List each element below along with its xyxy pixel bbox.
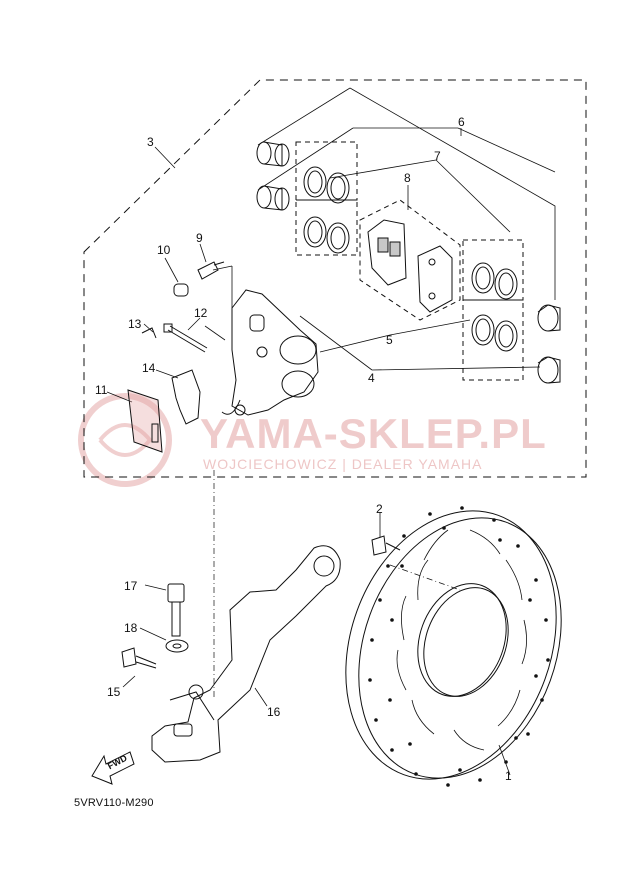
callout-1: 1 xyxy=(505,769,512,783)
callout-18: 18 xyxy=(124,621,138,635)
callout-9: 9 xyxy=(196,231,203,245)
bolt-2 xyxy=(371,535,401,556)
seal-kit-box-left xyxy=(295,141,358,256)
seal-kit-box-right xyxy=(462,239,524,381)
seal-rings xyxy=(303,166,518,352)
bleed-screw xyxy=(197,261,225,280)
watermark-title: YAMA-SKLEP.PL xyxy=(200,410,547,457)
pin-clip xyxy=(141,327,157,339)
piston-upper-left xyxy=(256,141,290,167)
diagram-code: 5VRV110-M290 xyxy=(74,797,154,809)
forward-arrow-icon xyxy=(91,751,135,785)
piston-lower-right xyxy=(537,356,561,384)
callout-4: 4 xyxy=(368,371,375,385)
bolt-17 xyxy=(167,583,185,637)
brake-pad-left xyxy=(367,219,407,286)
callout-15: 15 xyxy=(107,685,121,699)
callout-2: 2 xyxy=(376,502,383,516)
caliper-bracket xyxy=(151,545,341,763)
callout-10: 10 xyxy=(157,243,171,257)
pad-shim xyxy=(127,389,163,453)
piston-upper-right xyxy=(537,304,561,332)
leader-lines xyxy=(106,87,556,776)
watermark-logo xyxy=(78,393,172,487)
pad-pin xyxy=(163,323,208,353)
callout-17: 17 xyxy=(124,579,138,593)
washer-18 xyxy=(165,639,189,653)
disc-holes xyxy=(368,506,550,787)
callout-3: 3 xyxy=(147,135,154,149)
callout-13: 13 xyxy=(128,317,142,331)
callout-12: 12 xyxy=(194,306,208,320)
pad-spring xyxy=(171,369,201,425)
bolt-15 xyxy=(121,647,157,669)
callout-6: 6 xyxy=(458,115,465,129)
watermark-subtitle: WOJCIECHOWICZ | DEALER YAMAHA xyxy=(203,456,483,472)
brake-disc xyxy=(345,506,562,787)
piston-lower-left xyxy=(256,185,290,211)
callout-11: 11 xyxy=(95,383,108,397)
brake-pad-right xyxy=(417,245,453,313)
callout-8: 8 xyxy=(404,171,411,185)
caliper-assembly-outline xyxy=(83,79,587,478)
caliper-body xyxy=(221,289,319,416)
callout-16: 16 xyxy=(267,705,281,719)
callout-14: 14 xyxy=(142,361,156,375)
bleed-cap xyxy=(173,283,189,297)
pad-kit-box xyxy=(359,199,461,321)
callout-5: 5 xyxy=(386,333,393,347)
callout-7: 7 xyxy=(434,149,441,163)
alignment-lines xyxy=(213,470,461,700)
